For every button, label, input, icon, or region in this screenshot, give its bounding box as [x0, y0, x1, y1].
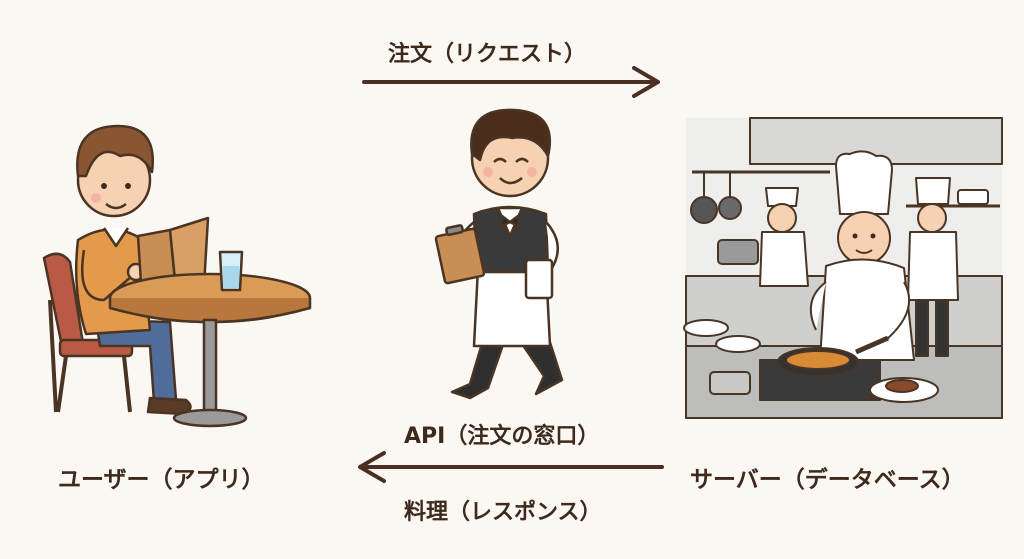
chair [42, 252, 134, 413]
waiter-illustration [434, 108, 564, 400]
user-illustration [42, 124, 312, 428]
request-arrow [362, 66, 660, 98]
response-arrow [358, 451, 664, 483]
main-chef [809, 150, 915, 361]
server-label: サーバー（データベース） [690, 467, 965, 493]
water-glass [218, 250, 244, 292]
frying-pan [777, 335, 890, 377]
kitchen-illustration [683, 117, 1003, 419]
hanging-pans [690, 172, 742, 224]
plates [683, 319, 939, 403]
clipboard [434, 224, 486, 285]
cook-left [759, 187, 809, 287]
api-label: API（注文の窓口） [404, 424, 600, 449]
cook-right [907, 177, 959, 357]
request-label: 注文（リクエスト） [388, 42, 587, 67]
user-label: ユーザー（アプリ） [58, 467, 265, 493]
round-table [108, 272, 312, 428]
response-label: 料理（レスポンス） [404, 500, 602, 525]
